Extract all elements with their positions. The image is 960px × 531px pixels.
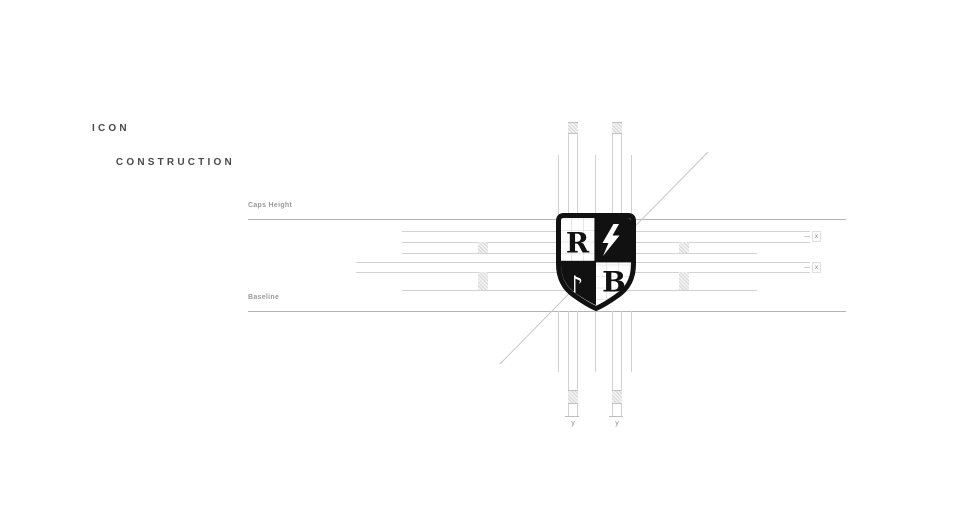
vertical-pair-left-b-top bbox=[577, 122, 578, 215]
letter-r: R bbox=[566, 227, 590, 260]
x-marker-2: x bbox=[812, 262, 821, 273]
baseline-label: Baseline bbox=[248, 294, 280, 301]
vertical-pair-left-a-bottom bbox=[568, 311, 569, 416]
baseline-line bbox=[248, 311, 846, 312]
page-title: ICON CONSTRUCTION bbox=[92, 120, 235, 188]
vertical-guide-right-edge-top bbox=[631, 155, 632, 215]
x-marker-1: x bbox=[812, 231, 821, 242]
vertical-pair-left-b-bottom bbox=[577, 311, 578, 416]
vertical-pair-left-a-top bbox=[568, 122, 569, 215]
y-marker-cap-2 bbox=[609, 416, 623, 417]
vertical-guide-left-edge-bottom bbox=[558, 311, 559, 372]
quadrant-divider-horizontal bbox=[561, 260, 631, 263]
x-marker-dash-1 bbox=[804, 236, 810, 237]
vertical-guide-center-bottom bbox=[595, 311, 596, 372]
page-title-line1: ICON bbox=[92, 123, 130, 134]
x-marker-dash-2 bbox=[804, 267, 810, 268]
vertical-guide-center-top bbox=[595, 155, 596, 215]
y-marker-2: y bbox=[615, 420, 619, 427]
vertical-guide-right-edge-bottom bbox=[631, 311, 632, 372]
vertical-guide-left-edge-top bbox=[558, 155, 559, 215]
hatch-marker-top-left-pair bbox=[568, 122, 578, 134]
hatch-marker-bottom-right-pair bbox=[612, 390, 622, 404]
shield-outline bbox=[556, 213, 636, 312]
hatch-marker-mid-right-upper bbox=[679, 242, 689, 253]
letter-b: B bbox=[602, 266, 626, 299]
vertical-pair-right-b-bottom bbox=[621, 311, 622, 416]
hatch-marker-mid-right-lower bbox=[679, 272, 689, 290]
vertical-pair-right-b-top bbox=[621, 122, 622, 215]
lightning-bolt-icon bbox=[602, 224, 620, 256]
hatch-marker-top-right-pair bbox=[612, 122, 622, 134]
y-marker-cap-1 bbox=[565, 416, 579, 417]
hatch-marker-bottom-left-pair bbox=[568, 390, 578, 404]
vertical-pair-right-a-bottom bbox=[612, 311, 613, 416]
hatch-marker-mid-left-lower bbox=[478, 272, 488, 290]
caps-height-line bbox=[248, 219, 846, 220]
y-marker-1: y bbox=[571, 420, 575, 427]
shield-logo: R ♪ B bbox=[556, 213, 636, 312]
vertical-pair-right-a-top bbox=[612, 122, 613, 215]
caps-height-label: Caps Height bbox=[248, 202, 293, 209]
hatch-marker-mid-left-upper bbox=[478, 242, 488, 253]
page-title-line2: CONSTRUCTION bbox=[115, 157, 235, 168]
